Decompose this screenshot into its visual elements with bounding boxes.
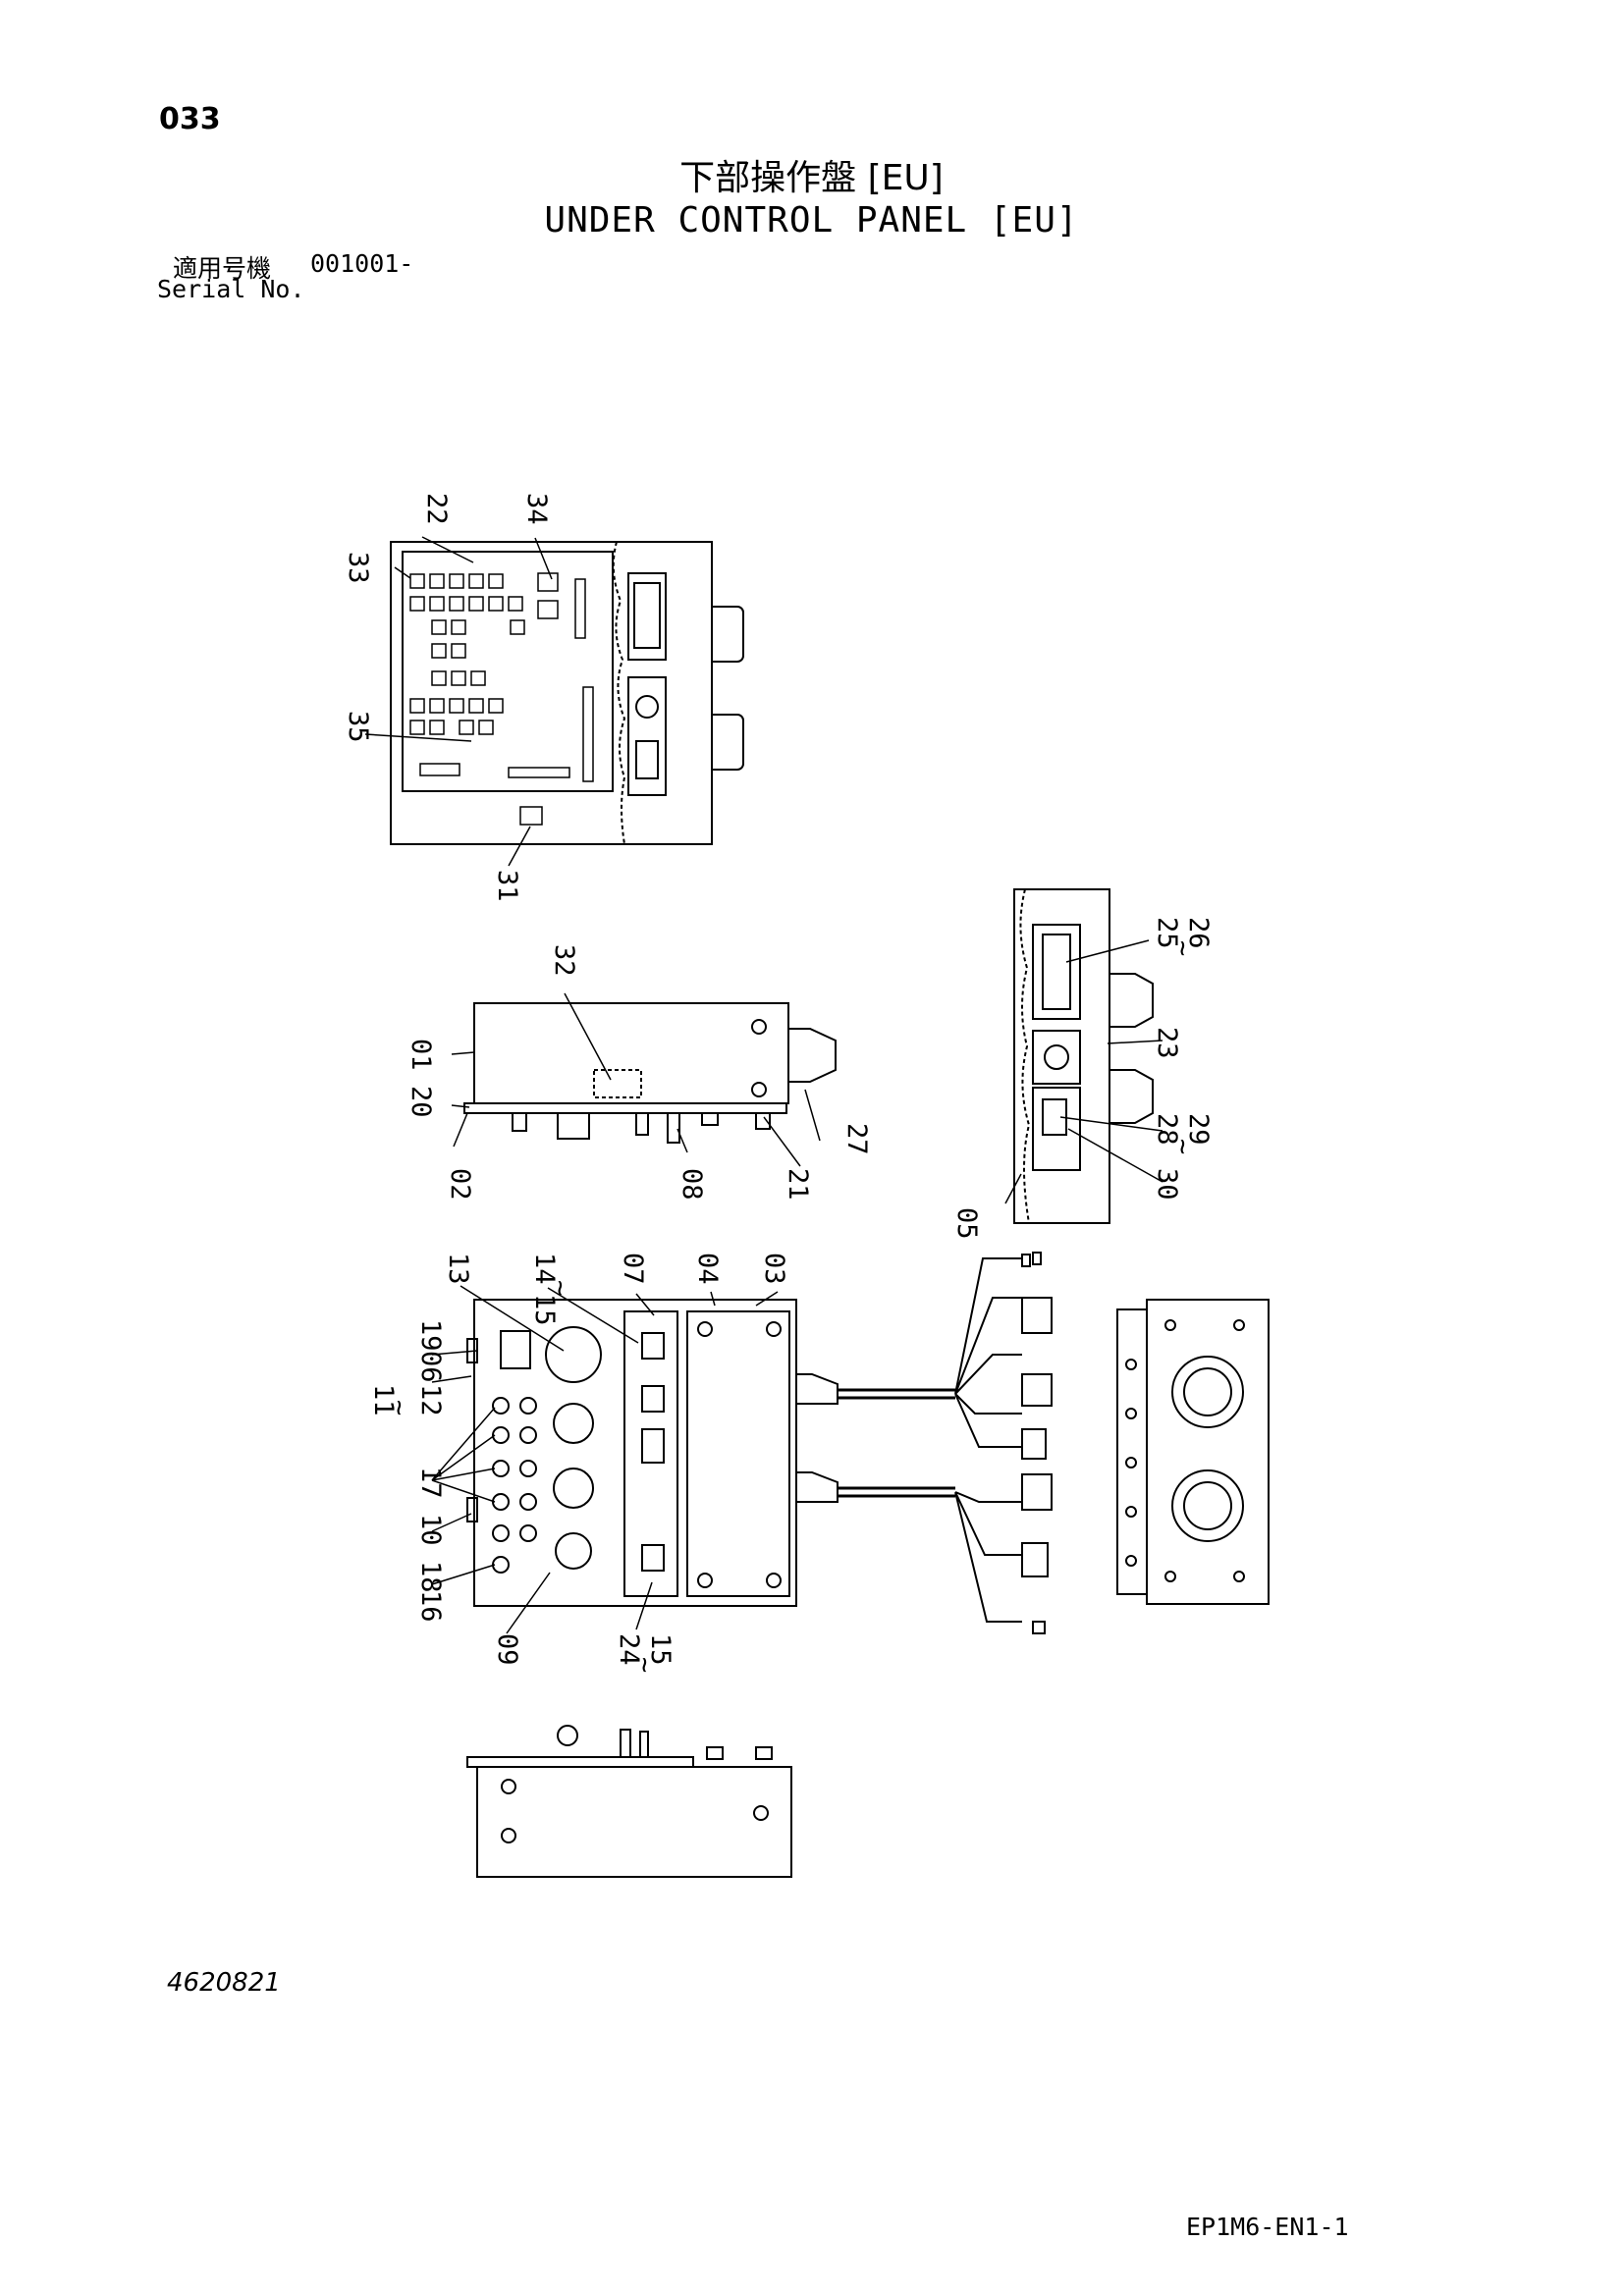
callout-31: 31 — [492, 870, 522, 902]
bottom-side-view — [466, 1725, 792, 1878]
callout-15-lower: 15 — [645, 1633, 676, 1666]
callout-25-26-tilde: ~ — [1167, 940, 1198, 956]
callout-05: 05 — [951, 1207, 982, 1240]
callout-15: 15 — [529, 1294, 560, 1326]
serial-number-value: 001001- — [310, 249, 414, 278]
page-title-japanese: 下部操作盤 [EU] — [679, 158, 944, 198]
callout-28-29-tilde: ~ — [1167, 1139, 1198, 1154]
callout-11: 11 — [368, 1384, 399, 1416]
callout-10: 10 — [415, 1514, 446, 1546]
callout-33: 33 — [343, 552, 373, 584]
callout-26: 26 — [1183, 917, 1214, 949]
callout-29: 29 — [1183, 1113, 1214, 1146]
callout-25: 25 — [1152, 917, 1182, 949]
callout-17: 17 — [415, 1467, 446, 1499]
callout-13: 13 — [443, 1253, 473, 1285]
drawing-number: 4620821 — [167, 1968, 281, 1998]
callout-24: 24 — [614, 1633, 644, 1666]
top-view-interior — [390, 541, 744, 845]
callout-18: 18 — [415, 1561, 446, 1593]
callout-12: 12 — [415, 1384, 446, 1416]
callout-24-15-tilde: ~ — [629, 1657, 660, 1673]
callout-04: 04 — [692, 1253, 723, 1285]
front-panel-view — [466, 1252, 1053, 1634]
page-number: 033 — [159, 102, 221, 136]
callout-01: 01 — [406, 1039, 436, 1071]
callout-07: 07 — [618, 1253, 648, 1285]
callout-22: 22 — [421, 493, 452, 525]
leader-lines — [364, 536, 1163, 1634]
callout-35: 35 — [343, 711, 373, 743]
page-code: EP1M6-EN1-1 — [1186, 2213, 1349, 2241]
serial-label: Serial No. — [157, 275, 305, 303]
callout-23: 23 — [1152, 1027, 1182, 1059]
callout-06: 06 — [415, 1351, 446, 1383]
callout-11-12-tilde: ~ — [384, 1400, 414, 1415]
callout-30: 30 — [1152, 1168, 1182, 1201]
callout-19: 19 — [415, 1319, 446, 1352]
callout-21: 21 — [783, 1168, 813, 1201]
callout-02: 02 — [445, 1168, 475, 1201]
callout-16: 16 — [415, 1590, 446, 1623]
callout-28: 28 — [1152, 1113, 1182, 1146]
callout-03: 03 — [759, 1253, 789, 1285]
side-view — [463, 1002, 837, 1144]
callout-27: 27 — [841, 1123, 872, 1155]
callout-labels: 22 34 33 35 31 32 01 20 02 08 21 27 25 ~… — [343, 493, 1214, 1673]
page-title: UNDER CONTROL PANEL [EU] — [544, 200, 1079, 240]
callout-32: 32 — [549, 944, 579, 977]
callout-14: 14 — [529, 1253, 560, 1285]
callout-14-15-tilde: ~ — [545, 1280, 575, 1296]
callout-34: 34 — [521, 493, 552, 525]
callout-08: 08 — [676, 1168, 707, 1201]
callout-09: 09 — [492, 1633, 522, 1666]
connector-side-view — [1013, 888, 1154, 1224]
serial-label-japanese: 適用号機 — [173, 254, 272, 283]
rear-panel-view — [1116, 1299, 1270, 1605]
callout-20: 20 — [406, 1086, 436, 1118]
